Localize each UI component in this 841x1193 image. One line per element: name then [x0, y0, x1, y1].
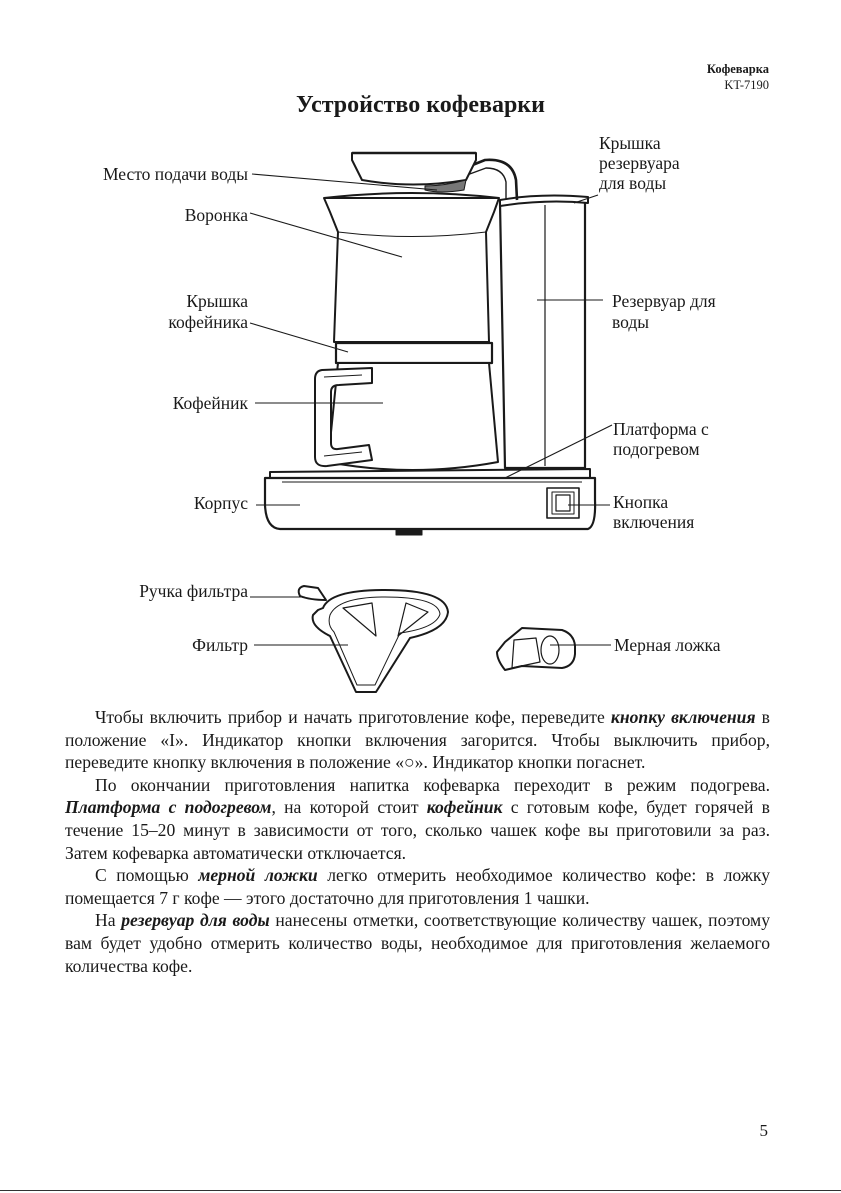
- paragraph-text: легко отмерить необходимое количество ко…: [65, 865, 770, 908]
- paragraph-text: в положение «I». Индикатор кнопки включе…: [65, 707, 770, 773]
- paragraph-text: На: [95, 910, 122, 931]
- leader-reservoir-lid: [573, 194, 599, 204]
- emphasis-term: кнопку включения: [610, 707, 756, 727]
- carafe-lid-shape: [334, 341, 494, 365]
- measuring-spoon-shape: [496, 627, 576, 671]
- label-reservoir-line2: воды: [612, 312, 650, 332]
- paragraph-text: По окончании приготовления напитка кофев…: [95, 774, 770, 795]
- water-reservoir-shape: [498, 198, 587, 470]
- paragraph-text: , на которой стоит: [271, 797, 427, 818]
- paragraph-text: С помощью: [95, 865, 199, 886]
- page-number: 5: [759, 1121, 769, 1140]
- filter-shape: [311, 589, 449, 693]
- page-title: Устройство кофеварки: [296, 92, 545, 118]
- emphasis-term: кофейник: [426, 797, 503, 818]
- label-carafe: Кофейник: [172, 393, 248, 413]
- leader-water-inlet: [251, 173, 438, 191]
- label-housing: Корпус: [193, 493, 248, 513]
- emphasis-term: мерной ложки: [198, 865, 318, 886]
- coffee-maker-diagram: [249, 151, 613, 693]
- bottom-rule: [0, 1190, 841, 1191]
- label-water-inlet: Место подачи воды: [102, 164, 248, 184]
- label-power-button-line1: Кнопка: [613, 492, 669, 512]
- label-carafe-lid-line2: кофейника: [168, 312, 248, 332]
- label-platform-line2: подогревом: [613, 439, 700, 459]
- paragraph-text: Чтобы включить прибор и начать приготовл…: [95, 707, 611, 727]
- paragraph: На резервуар для воды нанесены отметки, …: [65, 909, 770, 977]
- label-filter-handle: Ручка фильтра: [139, 581, 248, 601]
- housing-shape: [263, 476, 597, 531]
- label-reservoir-lid-line1: Крышка: [599, 133, 661, 153]
- leader-platform: [504, 424, 613, 479]
- leader-funnel: [249, 212, 403, 258]
- funnel-shape: [323, 197, 500, 343]
- paragraph-text: с готовым кофе, будет горячей в течение …: [65, 797, 770, 863]
- header-model: KT-7190: [724, 78, 769, 92]
- paragraph: С помощью мерной ложки легко отмерить не…: [65, 864, 770, 909]
- body-text: Чтобы включить прибор и начать приготовл…: [65, 706, 770, 977]
- label-reservoir-lid-line3: для воды: [599, 173, 667, 193]
- label-funnel: Воронка: [184, 205, 248, 225]
- label-reservoir-line1: Резервуар для: [612, 291, 716, 311]
- emphasis-term: резервуар для воды: [121, 910, 270, 931]
- label-power-button-line2: включения: [613, 512, 695, 532]
- label-platform-line1: Платформа с: [613, 419, 709, 439]
- header-brand: Кофеварка KT-7190: [707, 61, 769, 93]
- emphasis-term: Платформа с подогревом: [65, 797, 272, 818]
- paragraph-text: нанесены отметки, соответствующие количе…: [65, 910, 770, 976]
- label-filter: Фильтр: [192, 635, 248, 655]
- paragraph: По окончании приготовления напитка кофев…: [65, 774, 770, 864]
- label-measuring-spoon: Мерная ложка: [614, 635, 721, 655]
- water-inlet-shape: [351, 152, 477, 186]
- header-product: Кофеварка: [706, 62, 769, 76]
- leader-carafe-lid: [249, 322, 349, 353]
- label-reservoir-lid-line2: резервуара: [599, 153, 680, 173]
- carafe-handle-shape: [314, 367, 373, 468]
- label-carafe-lid-line1: Крышка: [186, 291, 248, 311]
- paragraph: Чтобы включить прибор и начать приготовл…: [65, 706, 770, 774]
